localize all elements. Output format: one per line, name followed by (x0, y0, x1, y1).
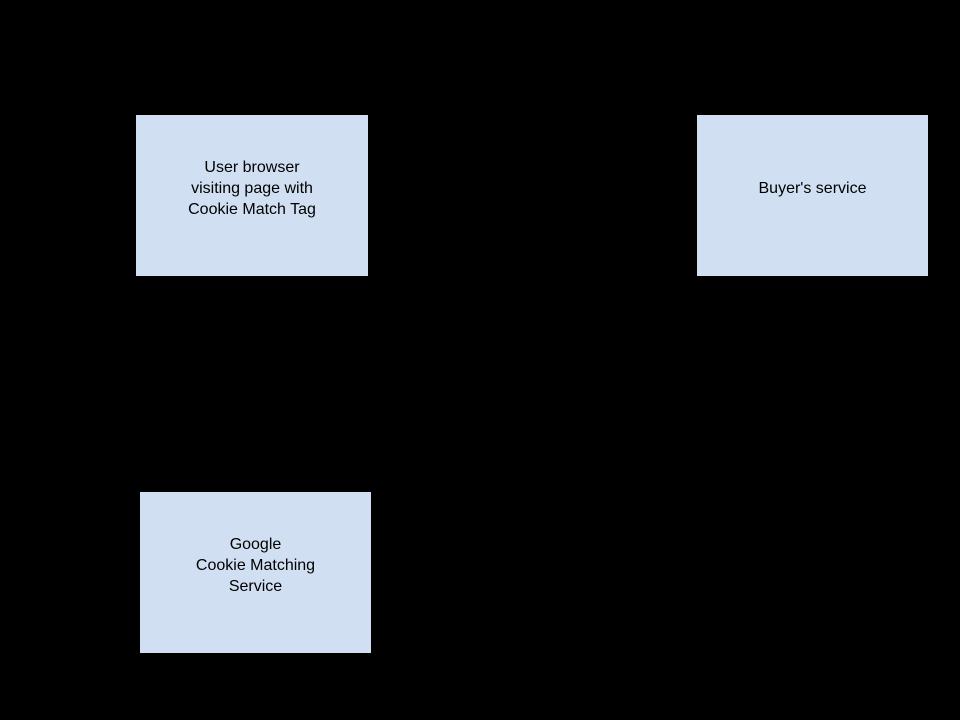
node-buyers-service[interactable]: Buyer's service (697, 115, 928, 276)
node-google-cookie-matching-service[interactable]: Google Cookie Matching Service (140, 492, 371, 653)
node-user-browser-label: User browser visiting page with Cookie M… (188, 159, 316, 218)
node-buyers-service-label: Buyer's service (758, 180, 867, 197)
node-google-cookie-matching-service-label: Google Cookie Matching Service (195, 536, 316, 595)
node-user-browser[interactable]: User browser visiting page with Cookie M… (136, 115, 368, 276)
